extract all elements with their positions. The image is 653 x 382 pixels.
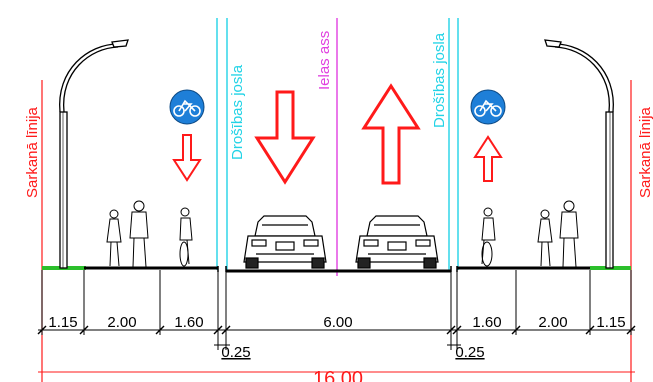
dim-label-1-60-left: 1.60 [174,314,203,331]
safety-lane-right-label: Drošības josla [431,32,448,128]
bicycle-sign-icon [470,89,506,125]
pedestrian-icon [106,209,122,267]
dim-label-1-15-left: 1.15 [48,314,77,331]
pedestrian-icon [537,209,553,267]
traffic-arrow-down-icon [254,90,316,185]
dim-label-0-25-left: 0.25 [221,344,250,361]
bicycle-sign-icon [169,89,205,125]
street-axis-label: Ielas ass [316,31,333,90]
dim-label-0-25-right: 0.25 [455,344,484,361]
pedestrian-icon [559,200,579,268]
bike-lane-arrow-down-icon [172,134,202,182]
street-lamp-icon [544,39,614,269]
safety-lane-left-label: Drošības josla [229,64,246,160]
dim-label-2-00-right: 2.00 [538,314,567,331]
dimension-extension-lines [41,270,632,350]
dim-label-6-00: 6.00 [323,314,352,331]
street-lamp-icon [59,39,129,269]
cyclist-icon [481,207,496,267]
bike-lane-arrow-up-icon [473,135,503,182]
traffic-arrow-up-icon [361,83,421,185]
total-dimension-label: 16.00 [313,368,363,382]
pedestrian-icon [129,200,149,268]
dim-label-1-15-right: 1.15 [596,314,625,331]
red-line-right-label: Sarkanā līnija [637,106,653,198]
car-icon [355,215,439,269]
car-icon [243,215,327,269]
red-line-left-label: Sarkanā līnija [24,106,41,198]
dimension-ticks [37,325,636,335]
cyclist-icon [179,207,193,267]
dim-label-2-00-left: 2.00 [107,314,136,331]
dim-label-1-60-right: 1.60 [472,314,501,331]
